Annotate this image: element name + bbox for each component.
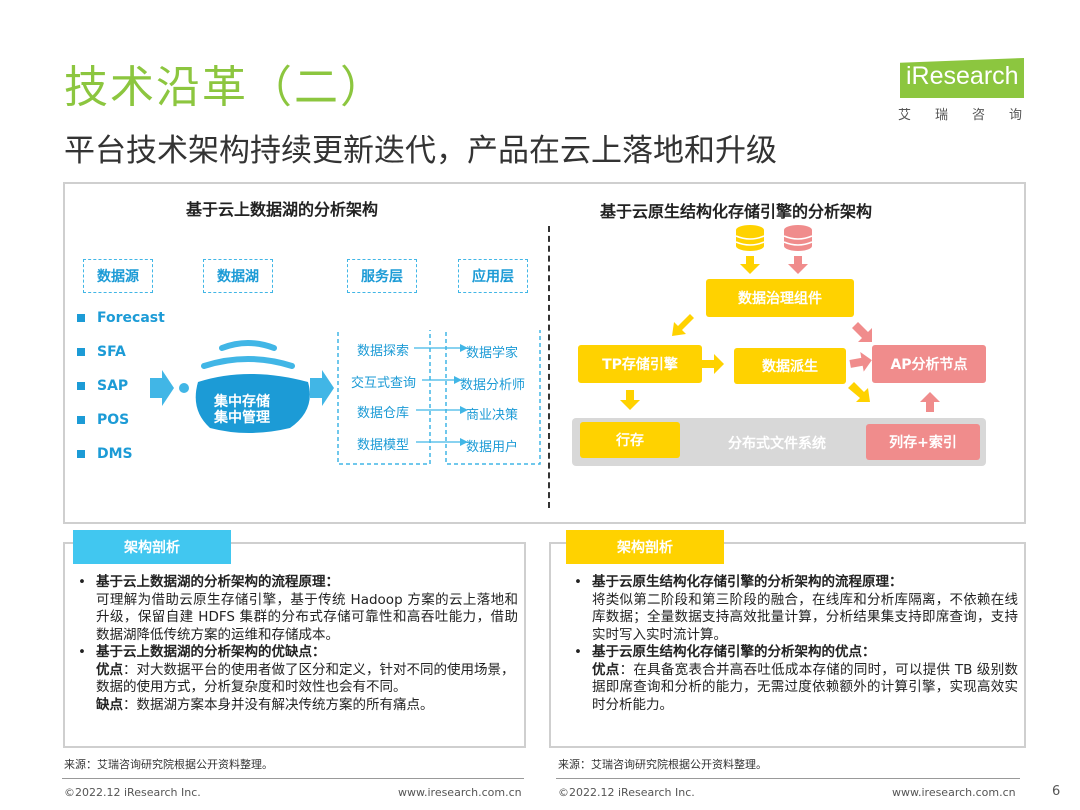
left-diagram-title: 基于云上数据湖的分析架构 — [186, 200, 379, 219]
governance-component-box: 数据治理组件 — [706, 279, 854, 317]
analysis-panel-right — [549, 542, 1026, 748]
app-item: 数据分析师 — [460, 378, 526, 393]
lake-wave-icon — [219, 340, 277, 351]
lake-icon — [195, 374, 310, 433]
page-title: 技术沿革（二） — [64, 62, 386, 113]
footer-rule-right — [556, 778, 1020, 779]
database-icon — [783, 225, 813, 251]
source-item: SAP — [77, 378, 128, 394]
arrow-diagonal-icon — [852, 322, 872, 342]
arrow-down-icon — [620, 390, 640, 410]
data-derive-box: 数据派生 — [734, 348, 846, 384]
analysis-tab-left: 架构剖析 — [73, 530, 231, 564]
service-item: 数据仓库 — [357, 406, 410, 421]
distributed-file-system-label: 分布式文件系统 — [728, 436, 826, 452]
copyright-left: ©2022.12 iResearch Inc. — [64, 786, 201, 799]
website-link-left[interactable]: www.iresearch.com.cn — [398, 786, 522, 799]
lake-wave-icon — [201, 356, 295, 369]
arrow-up-icon — [920, 392, 940, 412]
service-item: 数据探索 — [357, 344, 410, 359]
header-service-layer: 服务层 — [347, 259, 417, 293]
right-diagram-title: 基于云原生结构化存储引擎的分析架构 — [600, 202, 873, 221]
source-item: SFA — [77, 344, 126, 360]
footer-rule-left — [62, 778, 524, 779]
app-item: 数据用户 — [466, 440, 519, 455]
header-data-lake: 数据湖 — [203, 259, 273, 293]
architecture-panel — [63, 182, 1026, 524]
app-item: 商业决策 — [466, 408, 519, 423]
ap-analysis-node-box: AP分析节点 — [872, 345, 986, 383]
arrow-diagonal-icon — [672, 314, 696, 336]
database-icon — [735, 225, 765, 251]
arrow-right-icon — [849, 351, 872, 372]
tp-storage-engine-box: TP存储引擎 — [578, 345, 702, 383]
app-item: 数据学家 — [466, 346, 519, 361]
logo-cn-char: 咨 — [971, 108, 985, 123]
arrow-right-icon — [310, 370, 334, 406]
logo-cn-char: 询 — [1008, 108, 1022, 123]
analysis-panel-left — [63, 542, 526, 748]
arrow-right-icon — [702, 354, 724, 374]
logo-cn-char: 艾 — [898, 108, 912, 123]
arrow-down-icon — [740, 256, 760, 274]
source-note-left: 来源：艾瑞咨询研究院根据公开资料整理。 — [64, 758, 273, 771]
iresearch-logo: iResearch 艾 瑞 咨 询 — [892, 58, 1024, 128]
page-subtitle: 平台技术架构持续更新迭代，产品在云上落地和升级 — [64, 133, 777, 169]
service-item: 交互式查询 — [351, 376, 417, 391]
logo-brand-text: iResearch — [906, 62, 1019, 90]
left-diagram-graphics — [150, 330, 541, 465]
panel-divider — [548, 226, 550, 508]
source-note-right: 来源：艾瑞咨询研究院根据公开资料整理。 — [558, 758, 767, 771]
row-store-box: 行存 — [580, 422, 680, 458]
page-number: 6 — [1052, 784, 1061, 799]
source-item: DMS — [77, 446, 133, 462]
source-item: POS — [77, 412, 129, 428]
arrow-down-icon — [788, 256, 808, 274]
service-item: 数据模型 — [357, 438, 410, 453]
source-item: Forecast — [77, 310, 165, 326]
arrow-diagonal-icon — [848, 382, 870, 402]
copyright-right: ©2022.12 iResearch Inc. — [558, 786, 695, 799]
analysis-tab-right: 架构剖析 — [566, 530, 724, 564]
analysis-text-right: •基于云原生结构化存储引擎的分析架构的流程原理： 将类似第二阶段和第三阶段的融合… — [574, 574, 1018, 713]
header-app-layer: 应用层 — [458, 259, 528, 293]
analysis-text-left: •基于云上数据湖的分析架构的流程原理： 可理解为借助云原生存储引擎，基于传统 H… — [78, 574, 518, 713]
header-data-source: 数据源 — [83, 259, 153, 293]
lake-label: 集中存储 集中管理 — [214, 394, 270, 426]
right-diagram-graphics — [620, 225, 940, 412]
arrow-right-icon — [150, 370, 174, 406]
website-link-right[interactable]: www.iresearch.com.cn — [892, 786, 1016, 799]
logo-cn-char: 瑞 — [934, 108, 948, 123]
column-store-index-box: 列存+索引 — [866, 424, 980, 460]
